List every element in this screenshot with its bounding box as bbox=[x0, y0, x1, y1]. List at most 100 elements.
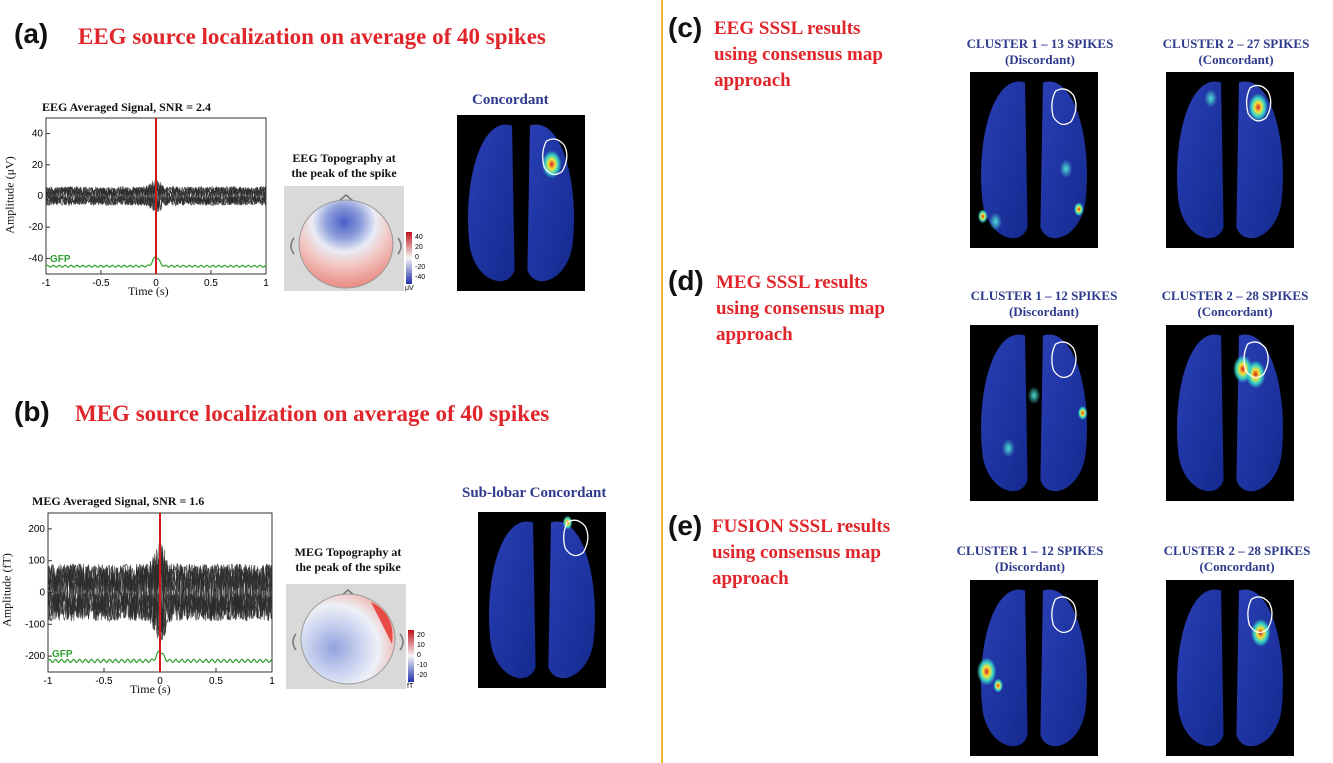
y-tick-label: -100 bbox=[25, 619, 45, 630]
activation-spot bbox=[1248, 93, 1268, 122]
region-outline bbox=[542, 138, 568, 176]
activation-spot bbox=[1027, 386, 1041, 405]
y-tick-label: 0 bbox=[39, 588, 45, 599]
panel-c-letter: (c) bbox=[668, 12, 703, 43]
x-tick-label: 1 bbox=[269, 676, 275, 687]
activation-spot bbox=[1059, 159, 1073, 178]
right-hemisphere bbox=[527, 124, 574, 282]
right-hemisphere bbox=[1040, 589, 1087, 747]
panel-b-letter: (b) bbox=[14, 396, 50, 427]
y-tick-label: 20 bbox=[32, 160, 44, 171]
eeg-topo-title: EEG Topography at the peak of the spike bbox=[291, 151, 397, 180]
eeg-cbar-tick: -40 bbox=[415, 274, 425, 281]
panel-d-cluster1-label: CLUSTER 1 – 12 SPIKES (Discordant) bbox=[970, 288, 1118, 319]
panel-e-cluster1-label: CLUSTER 1 – 12 SPIKES (Discordant) bbox=[956, 543, 1104, 574]
activation-spot bbox=[1002, 439, 1015, 458]
eeg-plot-title: EEG Averaged Signal, SNR = 2.4 bbox=[42, 100, 211, 114]
panel-e-letter: (e) bbox=[668, 510, 703, 541]
x-tick-label: 0.5 bbox=[209, 676, 223, 687]
y-tick-label: 0 bbox=[37, 191, 43, 202]
panel-b-title: MEG source localization on average of 40… bbox=[75, 401, 550, 426]
left-hemisphere bbox=[1177, 81, 1224, 239]
region-outline bbox=[563, 519, 589, 557]
panel-c-cluster1-label: CLUSTER 1 – 13 SPIKES (Discordant) bbox=[966, 36, 1114, 67]
y-tick-label: -20 bbox=[29, 222, 44, 233]
meg-brain-map bbox=[478, 512, 606, 688]
meg-cbar-tick: -20 bbox=[417, 672, 427, 679]
panel-e-cluster1-brain-map bbox=[970, 580, 1098, 756]
right-hemisphere bbox=[548, 521, 595, 679]
meg-ylabel: Amplitude (fT) bbox=[0, 553, 14, 627]
panel-e-title: FUSION SSSL results using consensus map … bbox=[712, 516, 891, 589]
panel-e-cluster2-label: CLUSTER 2 – 28 SPIKES (Concordant) bbox=[1163, 543, 1311, 574]
gfp-legend-label: GFP bbox=[52, 649, 73, 660]
right-hemisphere bbox=[1236, 81, 1283, 239]
right-hemisphere bbox=[1040, 334, 1087, 492]
region-outline bbox=[1243, 341, 1269, 379]
x-tick-label: 0 bbox=[153, 278, 159, 289]
panel-d-cluster1-brain-map bbox=[970, 325, 1098, 501]
eeg-cbar-unit: μV bbox=[405, 285, 414, 291]
x-tick-label: 0 bbox=[157, 676, 163, 687]
eeg-brain-map bbox=[457, 115, 585, 291]
gfp-legend-label: GFP bbox=[50, 254, 71, 265]
activation-spot bbox=[976, 657, 997, 686]
eeg-cbar-tick: -20 bbox=[415, 264, 425, 271]
left-hemisphere bbox=[489, 521, 536, 679]
eeg-cbar-tick: 0 bbox=[415, 254, 419, 261]
left-hemisphere bbox=[981, 81, 1028, 239]
eeg-topography-map: 40 20 0 -20 -40 μV bbox=[284, 186, 430, 291]
panel-d-letter: (d) bbox=[668, 265, 704, 296]
x-tick-label: 1 bbox=[263, 278, 269, 289]
meg-cbar-tick: 20 bbox=[417, 632, 425, 639]
y-tick-label: 40 bbox=[32, 129, 44, 140]
left-hemisphere bbox=[981, 334, 1028, 492]
eeg-xlabel: Time (s) bbox=[128, 284, 169, 298]
x-tick-label: -0.5 bbox=[95, 676, 113, 687]
eeg-cbar-tick: 20 bbox=[415, 244, 423, 251]
meg-plot-title: MEG Averaged Signal, SNR = 1.6 bbox=[32, 494, 205, 508]
panel-a-title: EEG source localization on average of 40… bbox=[78, 24, 546, 49]
eeg-ylabel: Amplitude (μV) bbox=[2, 156, 17, 234]
right-hemisphere bbox=[1040, 81, 1087, 239]
meg-cbar-unit: fT bbox=[407, 683, 414, 689]
y-tick-label: 100 bbox=[28, 556, 45, 567]
y-tick-label: 200 bbox=[28, 524, 45, 535]
activation-spot bbox=[993, 678, 1004, 693]
panel-d-cluster2-brain-map bbox=[1166, 325, 1294, 501]
panel-c-cluster2-label: CLUSTER 2 – 27 SPIKES (Concordant) bbox=[1162, 36, 1310, 67]
region-outline bbox=[1247, 596, 1273, 634]
region-outline bbox=[1051, 596, 1077, 634]
right-hemisphere bbox=[1236, 589, 1283, 747]
x-tick-label: 0.5 bbox=[204, 278, 218, 289]
activation-spot bbox=[1233, 355, 1253, 383]
panel-c-cluster1-brain-map bbox=[970, 72, 1098, 248]
activation-spot bbox=[1073, 202, 1084, 217]
activation-spot bbox=[1077, 406, 1088, 420]
panel-e-cluster2-brain-map bbox=[1166, 580, 1294, 756]
left-hemisphere bbox=[468, 124, 515, 282]
meg-cbar-tick: 10 bbox=[417, 642, 425, 649]
panel-c-cluster2-brain-map bbox=[1166, 72, 1294, 248]
meg-cbar-tick: 0 bbox=[417, 652, 421, 659]
panel-d-title: MEG SSSL results using consensus map app… bbox=[716, 272, 885, 345]
meg-xlabel: Time (s) bbox=[130, 682, 171, 696]
eeg-cbar-tick: 40 bbox=[415, 234, 423, 241]
activation-spot bbox=[977, 209, 988, 224]
eeg-result-label: Concordant bbox=[472, 92, 549, 108]
meg-topography-map: 20 10 0 -10 -20 fT bbox=[286, 584, 432, 689]
left-hemisphere bbox=[1177, 334, 1224, 492]
panel-divider bbox=[661, 0, 663, 763]
y-tick-label: -40 bbox=[29, 253, 44, 264]
x-tick-label: -1 bbox=[42, 278, 51, 289]
activation-spot bbox=[989, 212, 1002, 231]
y-tick-label: -200 bbox=[25, 651, 45, 662]
meg-result-label: Sub-lobar Concordant bbox=[462, 485, 607, 501]
panel-c-title: EEG SSSL results using consensus map app… bbox=[714, 18, 883, 91]
activation-spot bbox=[1204, 89, 1218, 108]
region-outline bbox=[1051, 341, 1077, 379]
left-hemisphere bbox=[1177, 589, 1224, 747]
left-hemisphere bbox=[981, 589, 1028, 747]
